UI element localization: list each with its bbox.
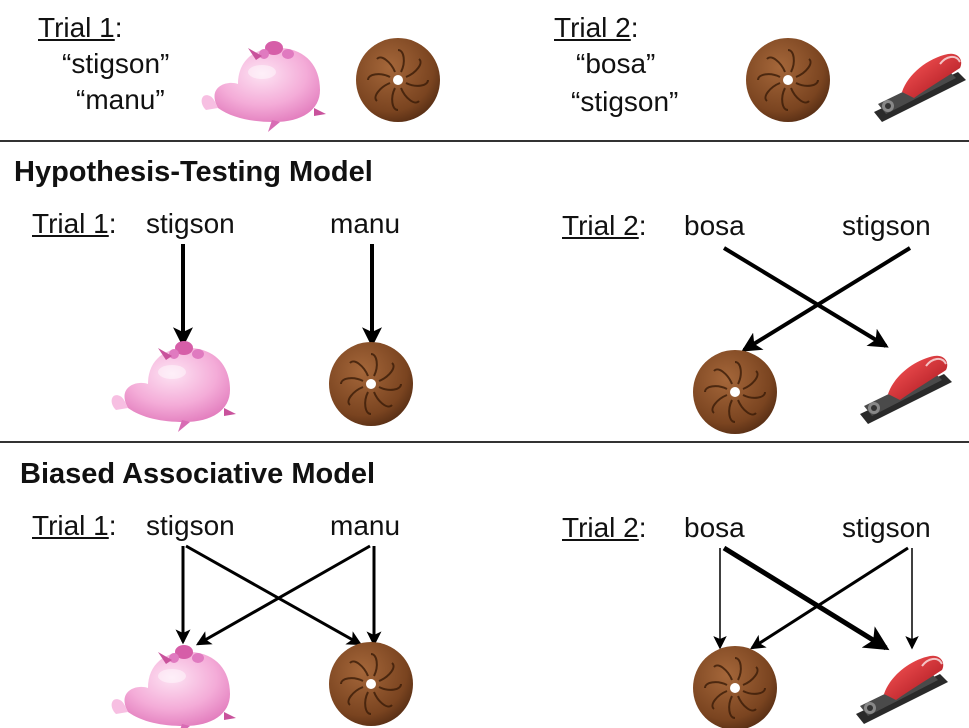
top-trial2-word1: “bosa” — [576, 48, 656, 79]
disc-object-icon — [692, 645, 778, 728]
bia-trial1-label: Trial 1: — [32, 512, 117, 540]
top-trial1-colon: : — [114, 12, 123, 43]
bia-trial2-word2: stigson — [842, 512, 931, 543]
bia-trial2-label-text: Trial 2 — [562, 512, 639, 543]
blob-object-icon — [111, 341, 236, 432]
hyp-trial2-word1: bosa — [684, 210, 745, 241]
bia-trial1-colon: : — [108, 510, 117, 541]
top-trial1-label: Trial 1: — [38, 14, 123, 42]
hyp-trial2-label: Trial 2: — [562, 212, 647, 240]
bia-trial2-label: Trial 2: — [562, 514, 647, 542]
disc-object-icon — [328, 641, 414, 727]
top-trial2-label: Trial 2: — [554, 14, 639, 42]
top-trial2-word2: “stigson” — [571, 86, 679, 117]
hyp-trial2-word2: stigson — [842, 210, 931, 241]
bia-trial1-word1: stigson — [146, 510, 235, 541]
bia-trial1-word2: manu — [330, 510, 401, 541]
bia-trial2-colon: : — [638, 512, 647, 543]
divider-middle — [0, 441, 969, 443]
arrow-stigson-to-disc — [185, 544, 363, 646]
top-trial2-colon: : — [630, 12, 639, 43]
divider-top — [0, 140, 969, 142]
hypothesis-title: Hypothesis-Testing Model — [14, 156, 373, 188]
blob-object-icon — [111, 645, 236, 728]
top-trial1-word2: “manu” — [76, 84, 165, 115]
plane-object-icon — [859, 354, 953, 425]
hyp-trial1-label: Trial 1: — [32, 210, 117, 238]
hyp-trial1-label-text: Trial 1 — [32, 208, 109, 239]
top-trial2-label-text: Trial 2 — [554, 12, 631, 43]
biased-title: Biased Associative Model — [20, 458, 376, 490]
bia-trial2-word1: bosa — [684, 512, 745, 543]
arrow-stigson-to-disc — [741, 246, 912, 352]
disc-object-icon — [692, 349, 778, 435]
disc-object-icon — [745, 37, 831, 123]
arrow-bosa-to-plane — [722, 246, 889, 348]
disc-object-icon — [328, 341, 414, 427]
top-trial1-label-text: Trial 1 — [38, 12, 115, 43]
hyp-trial2-colon: : — [638, 210, 647, 241]
disc-object-icon — [355, 37, 441, 123]
arrow-manu-to-blob — [195, 544, 371, 646]
hyp-trial2-label-text: Trial 2 — [562, 210, 639, 241]
top-trial1-word1: “stigson” — [62, 48, 170, 79]
plane-object-icon — [873, 52, 967, 123]
arrow-bosa-to-plane-thick — [722, 545, 890, 651]
plane-object-icon — [855, 654, 949, 725]
hyp-trial1-word2: manu — [330, 208, 401, 239]
hyp-trial1-colon: : — [108, 208, 117, 239]
blob-object-icon — [201, 41, 326, 132]
arrow-stigson-to-disc — [749, 546, 909, 650]
hyp-trial1-word1: stigson — [146, 208, 235, 239]
bia-trial1-label-text: Trial 1 — [32, 510, 109, 541]
